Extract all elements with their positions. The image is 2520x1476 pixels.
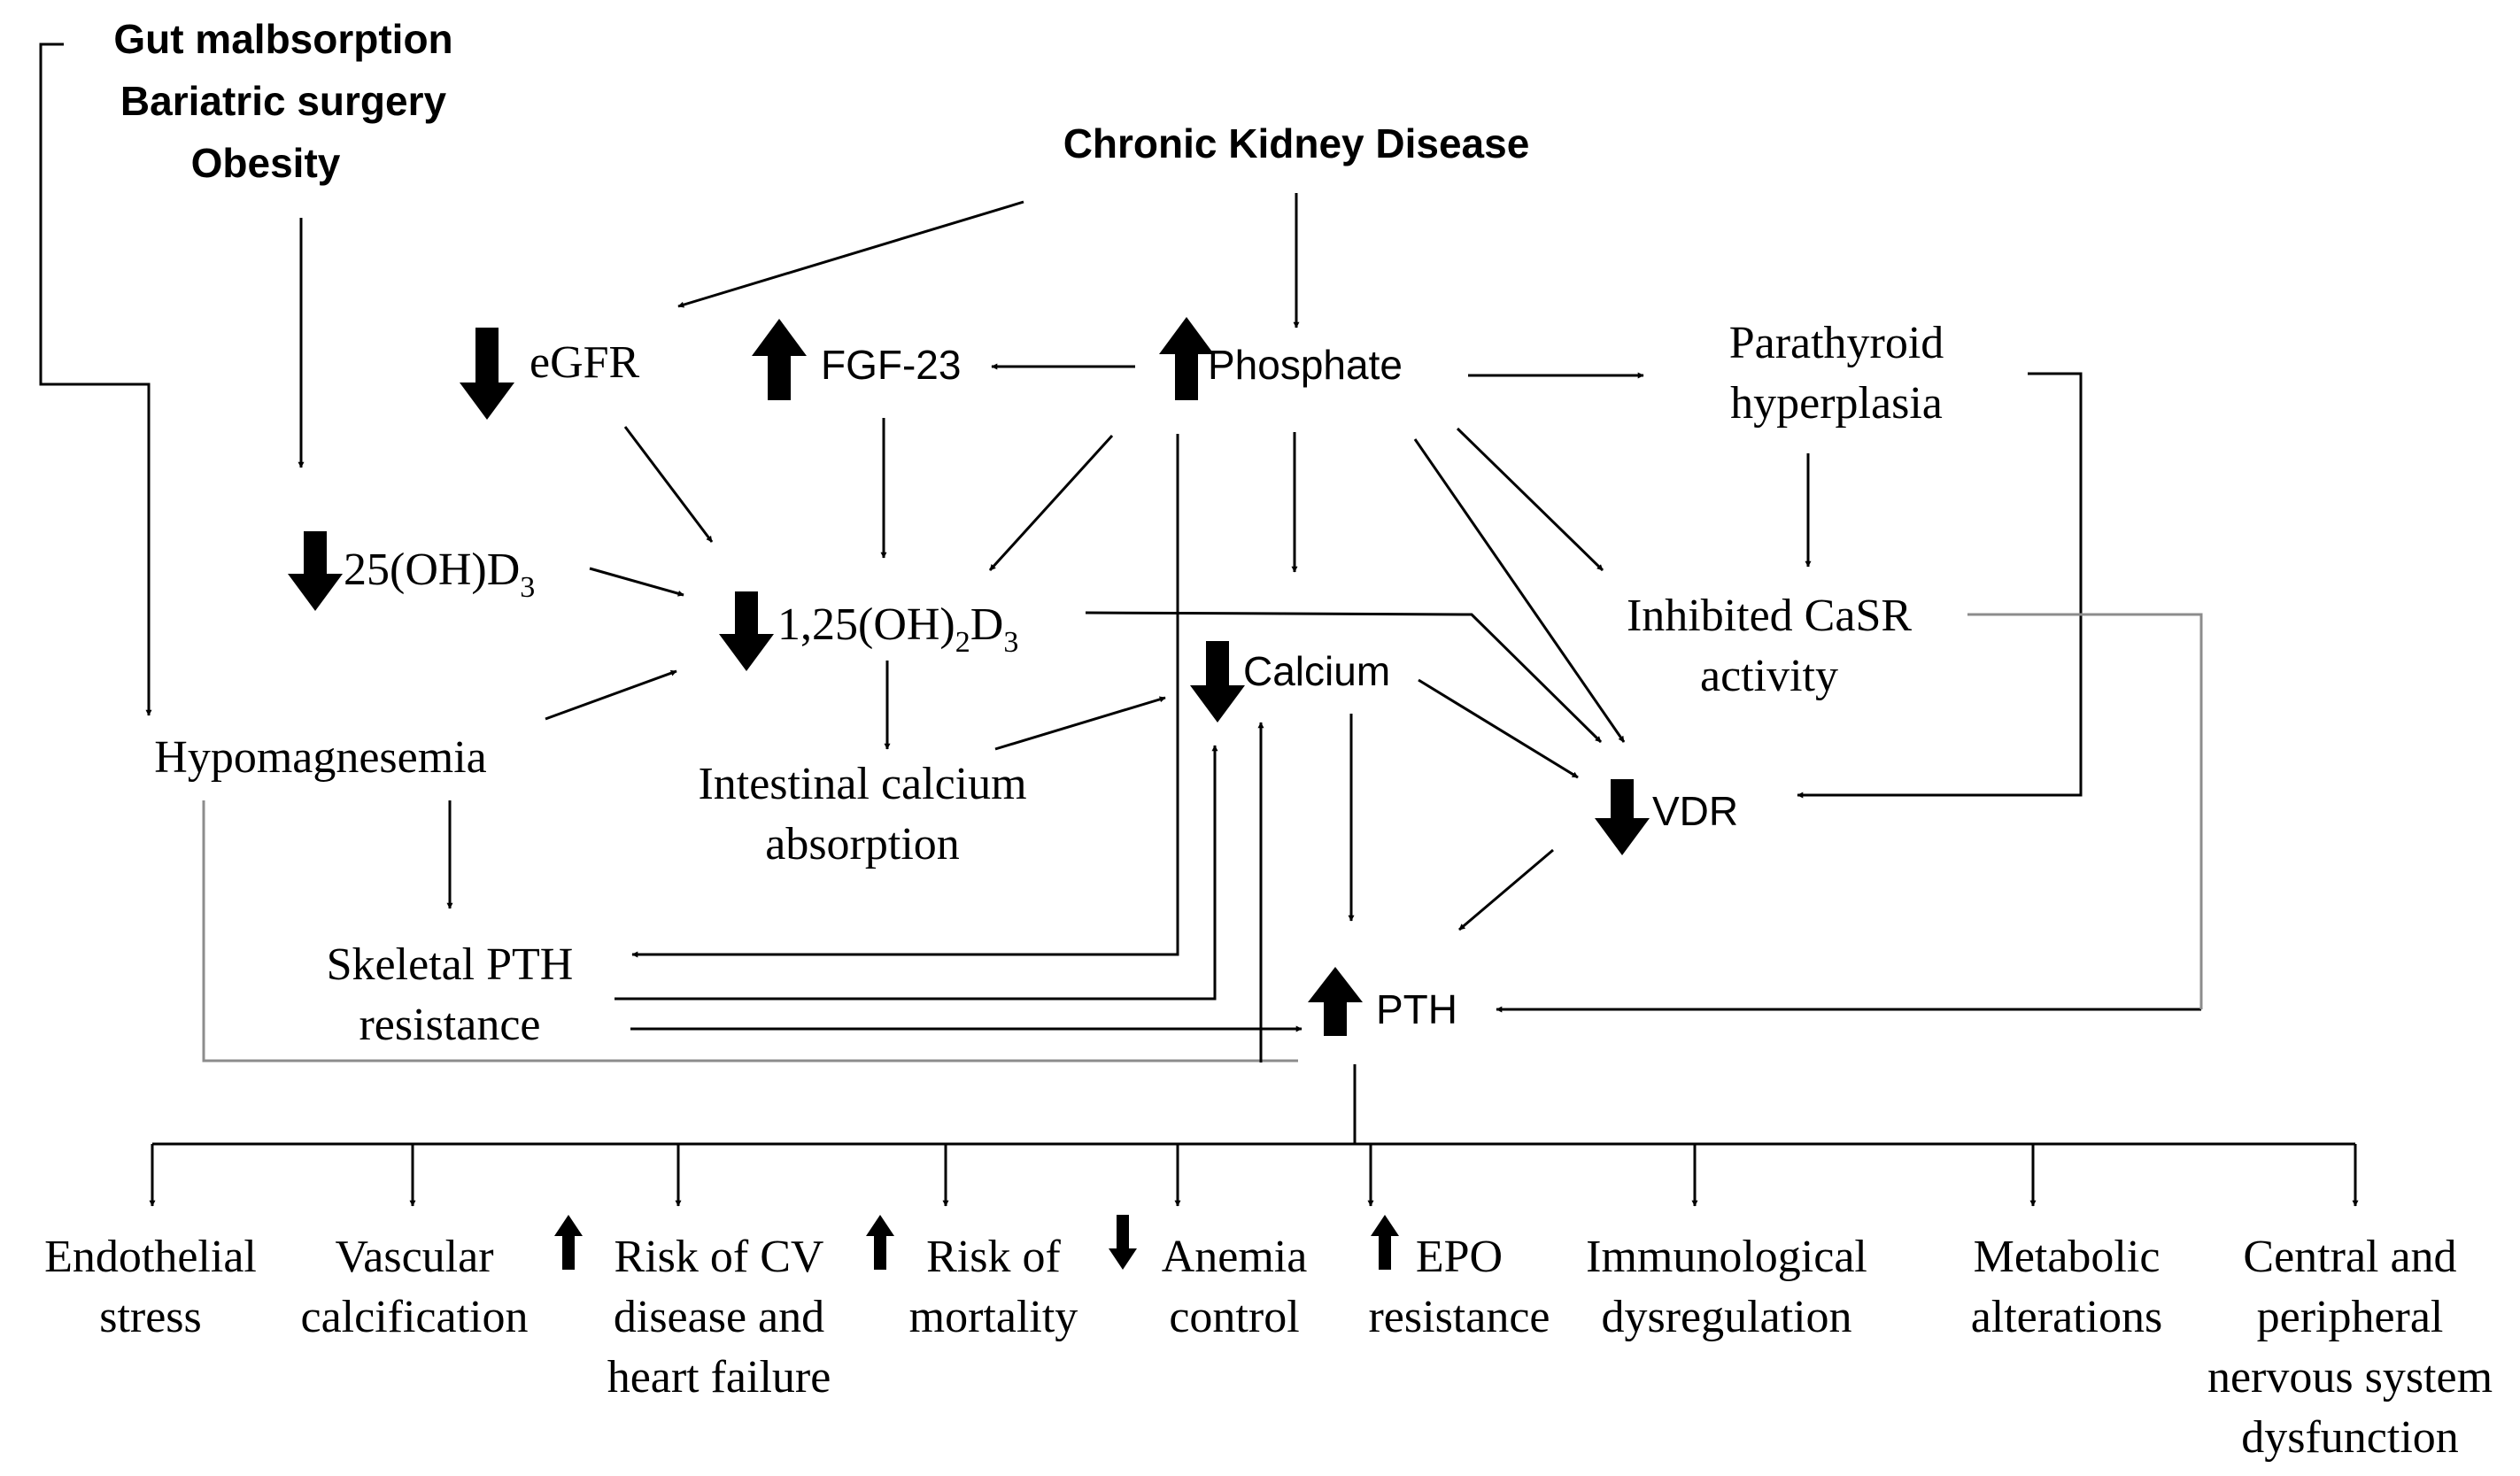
outcome-metabolic: Metabolic alterations: [1971, 1232, 2163, 1342]
phosphate-up-indicator: [1159, 317, 1214, 400]
intestinal-line-1: Intestinal calcium: [698, 759, 1026, 809]
outcome-cv-risk-line-1: Risk of CV: [615, 1232, 824, 1282]
outcome-mortality-line-1: Risk of: [926, 1232, 1061, 1282]
skeletal-line-1: Skeletal PTH: [327, 939, 574, 990]
conn-hypomagnesemia-to-pth: [202, 800, 1298, 1063]
conn-risk-to-hypomagnesemia: [39, 43, 152, 716]
risk-factors-label: Gut malbsorption Bariatric surgery Obesi…: [113, 16, 452, 186]
conn-phosphate-to-vitd125: [988, 434, 1114, 572]
vdr-down-indicator: [1595, 779, 1650, 855]
calcium-down-indicator: [1190, 641, 1245, 723]
conn-parathyroid-to-vdr: [1797, 372, 2083, 799]
conn-vdr-to-pth: [1458, 848, 1554, 931]
vitd125-down-indicator: [719, 591, 774, 671]
outcome-vascular-line-1: Vascular: [335, 1232, 493, 1282]
ckd-label: Chronic Kidney Disease: [1063, 120, 1530, 166]
vdr-label: VDR: [1652, 788, 1738, 834]
outcome-bus: [149, 1064, 2359, 1207]
egfr-label: eGFR: [530, 337, 640, 388]
outcome-cv-risk: Risk of CV disease and heart failure: [554, 1215, 831, 1403]
vitd25-label: 25(OH)D3: [344, 545, 535, 604]
outcome-nervous-line-1: Central and: [2243, 1232, 2456, 1282]
outcome-vascular: Vascular calcification: [301, 1232, 529, 1342]
conn-phosphate-to-vdr: [1413, 438, 1626, 743]
casr-line-1: Inhibited CaSR: [1627, 591, 1912, 641]
conn-phosphate-to-skeletal: [631, 434, 1179, 958]
conn-vitd125-to-vdr: [1085, 611, 1603, 744]
outcome-vascular-line-2: calcification: [301, 1292, 529, 1342]
outcome-immuno-line-1: Immunological: [1586, 1232, 1867, 1282]
outcome-mortality: Risk of mortality: [866, 1215, 1078, 1342]
fgf23-up-indicator: [752, 319, 807, 400]
vitd125-label: 1,25(OH)2D3: [777, 599, 1018, 659]
outcome-endothelial: Endothelial stress: [44, 1232, 257, 1342]
outcome-epo: EPO resistance: [1368, 1215, 1550, 1342]
hypomagnesemia-label: Hypomagnesemia: [154, 732, 486, 783]
risk-factor-bariatric: Bariatric surgery: [120, 78, 447, 124]
conn-egfr-to-vitd125: [623, 426, 714, 543]
outcome-nervous: Central and peripheral nervous system dysfu…: [2207, 1232, 2493, 1463]
secondary-connector-lines: [202, 613, 2203, 1063]
outcome-anemia-line-2: control: [1169, 1292, 1299, 1342]
outcome-anemia-line-1: Anemia: [1162, 1232, 1308, 1282]
parathyroid-line-1: Parathyroid: [1729, 318, 1944, 368]
outcome-epo-up-indicator: [1371, 1215, 1399, 1270]
outcome-anemia: Anemia control: [1109, 1215, 1307, 1342]
outcome-metabolic-line-2: alterations: [1971, 1292, 2163, 1342]
conn-casr-to-pth: [1967, 613, 2203, 1009]
outcome-epo-line-1: EPO: [1416, 1232, 1503, 1282]
outcome-nervous-line-4: dysfunction: [2241, 1412, 2459, 1463]
outcome-nervous-line-2: peripheral: [2257, 1292, 2444, 1342]
outcome-mortality-up-indicator: [866, 1215, 894, 1270]
conn-skeletal-to-calcium-1: [615, 745, 1218, 1001]
phosphate-label: Phosphate: [1208, 342, 1403, 388]
conn-calcium-to-vdr: [1418, 678, 1579, 779]
outcome-mortality-line-2: mortality: [909, 1292, 1078, 1342]
risk-factor-gut: Gut malbsorption: [113, 16, 452, 62]
casr-label: Inhibited CaSR activity: [1627, 591, 1912, 701]
bus-drops: [149, 1144, 2359, 1207]
outcome-epo-line-2: resistance: [1368, 1292, 1550, 1342]
intestinal-line-2: absorption: [765, 819, 960, 869]
connector-lines: [39, 43, 2201, 1032]
outcome-immuno: Immunological dysregulation: [1586, 1232, 1867, 1342]
conn-vitd25-to-vitd125: [589, 567, 684, 597]
outcome-endothelial-line-1: Endothelial: [44, 1232, 257, 1282]
calcium-label: Calcium: [1243, 648, 1390, 694]
conn-hypomagnesemia-to-vitd125: [545, 669, 677, 721]
fgf23-label: FGF-23: [821, 342, 961, 388]
outcomes-row: Endothelial stress Vascular calcification Ri…: [44, 1215, 2493, 1463]
outcome-anemia-down-indicator: [1109, 1215, 1137, 1270]
conn-phosphate-to-casr: [1456, 427, 1604, 572]
parathyroid-line-2: hyperplasia: [1730, 378, 1943, 429]
intestinal-label: Intestinal calcium absorption: [698, 759, 1026, 869]
outcome-endothelial-line-2: stress: [99, 1292, 202, 1342]
outcome-cv-risk-line-2: disease and: [614, 1292, 824, 1342]
egfr-down-indicator: [460, 328, 514, 420]
skeletal-label: Skeletal PTH resistance: [327, 939, 574, 1050]
skeletal-line-2: resistance: [359, 1000, 540, 1050]
risk-factor-obesity: Obesity: [191, 140, 341, 186]
conn-intestinal-to-calcium: [994, 696, 1166, 751]
casr-line-2: activity: [1700, 651, 1838, 701]
outcome-immuno-line-2: dysregulation: [1601, 1292, 1851, 1342]
pth-label: PTH: [1376, 986, 1457, 1032]
vitd25-down-indicator: [288, 531, 343, 611]
outcome-cv-risk-up-indicator: [554, 1215, 583, 1270]
outcome-metabolic-line-1: Metabolic: [1974, 1232, 2161, 1282]
outcome-cv-risk-line-3: heart failure: [607, 1352, 831, 1403]
conn-ckd-to-egfr: [677, 200, 1024, 308]
parathyroid-label: Parathyroid hyperplasia: [1729, 318, 1944, 429]
pth-up-indicator: [1308, 967, 1363, 1036]
outcome-nervous-line-3: nervous system: [2207, 1352, 2493, 1403]
